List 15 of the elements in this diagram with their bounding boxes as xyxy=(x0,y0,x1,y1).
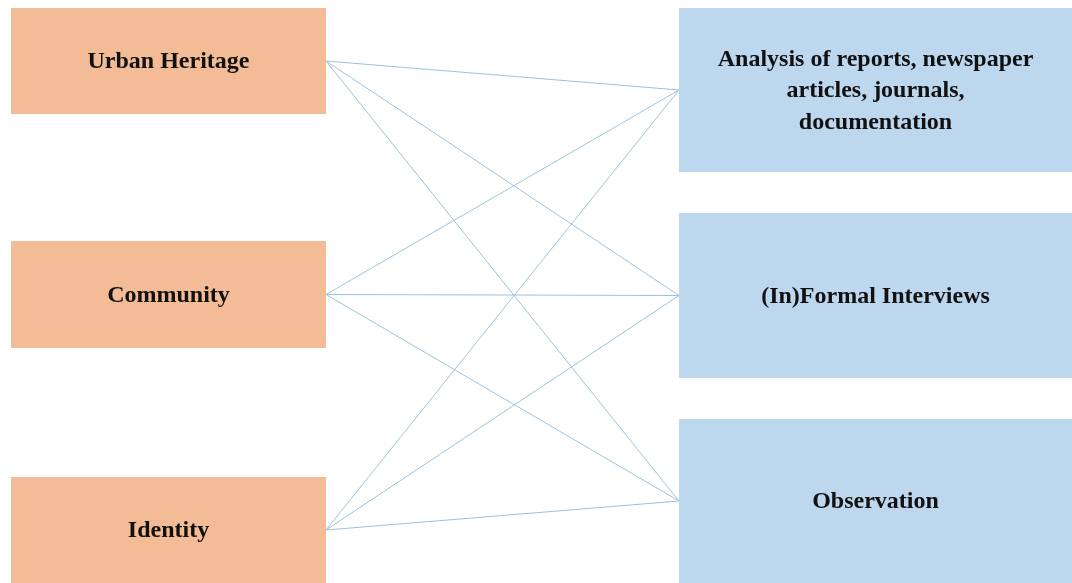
connector-line xyxy=(325,294,680,296)
method-box xyxy=(679,213,1072,378)
box-label: (In)Formal Interviews xyxy=(761,280,990,310)
method-box xyxy=(679,8,1072,172)
box-label: Urban Heritage xyxy=(87,46,250,76)
connector-line xyxy=(325,500,680,531)
box-label: Identity xyxy=(127,515,210,545)
concept-box xyxy=(11,241,326,348)
concept-box xyxy=(11,477,326,583)
box-label: Community xyxy=(107,279,230,309)
box-label: Observation xyxy=(812,486,939,516)
concept-box xyxy=(11,8,326,114)
method-box xyxy=(679,419,1072,583)
connector-line xyxy=(325,60,680,91)
box-label: Analysis of reports, newspaper articles, journals, documentation xyxy=(716,44,1035,136)
